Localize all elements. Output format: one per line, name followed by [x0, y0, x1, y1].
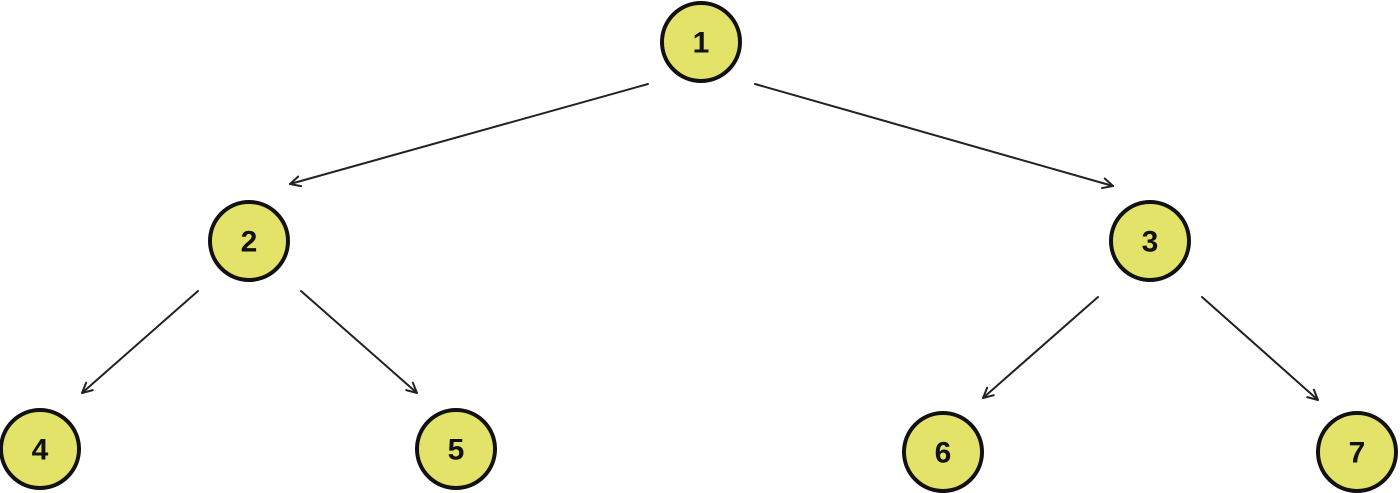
tree-node-2: 2 [208, 200, 290, 282]
node-circle [1109, 200, 1191, 282]
node-circle [0, 408, 81, 490]
tree-node-4: 4 [0, 408, 81, 490]
edge-3-to-6 [982, 296, 1099, 399]
node-label: 1 [693, 27, 710, 60]
edge-1-to-3 [754, 83, 1114, 190]
node-circle [902, 411, 984, 493]
tree-node-3: 3 [1109, 200, 1191, 282]
node-label: 6 [935, 437, 952, 470]
tree-node-1: 1 [660, 1, 742, 83]
node-circle [415, 408, 497, 490]
node-label: 3 [1142, 226, 1159, 259]
node-label: 4 [32, 434, 49, 467]
node-label: 2 [241, 226, 258, 259]
node-label: 5 [448, 434, 465, 467]
edge-2-to-5 [300, 290, 418, 394]
node-circle [660, 1, 742, 83]
edge-3-to-7 [1201, 296, 1319, 401]
tree-node-5: 5 [415, 408, 497, 490]
tree-node-7: 7 [1316, 411, 1398, 493]
node-label: 7 [1349, 437, 1366, 470]
edge-1-to-2 [289, 83, 649, 188]
edges-layer [81, 83, 1319, 401]
node-circle [1316, 411, 1398, 493]
node-circle [208, 200, 290, 282]
tree-node-6: 6 [902, 411, 984, 493]
edge-2-to-4 [81, 290, 199, 394]
